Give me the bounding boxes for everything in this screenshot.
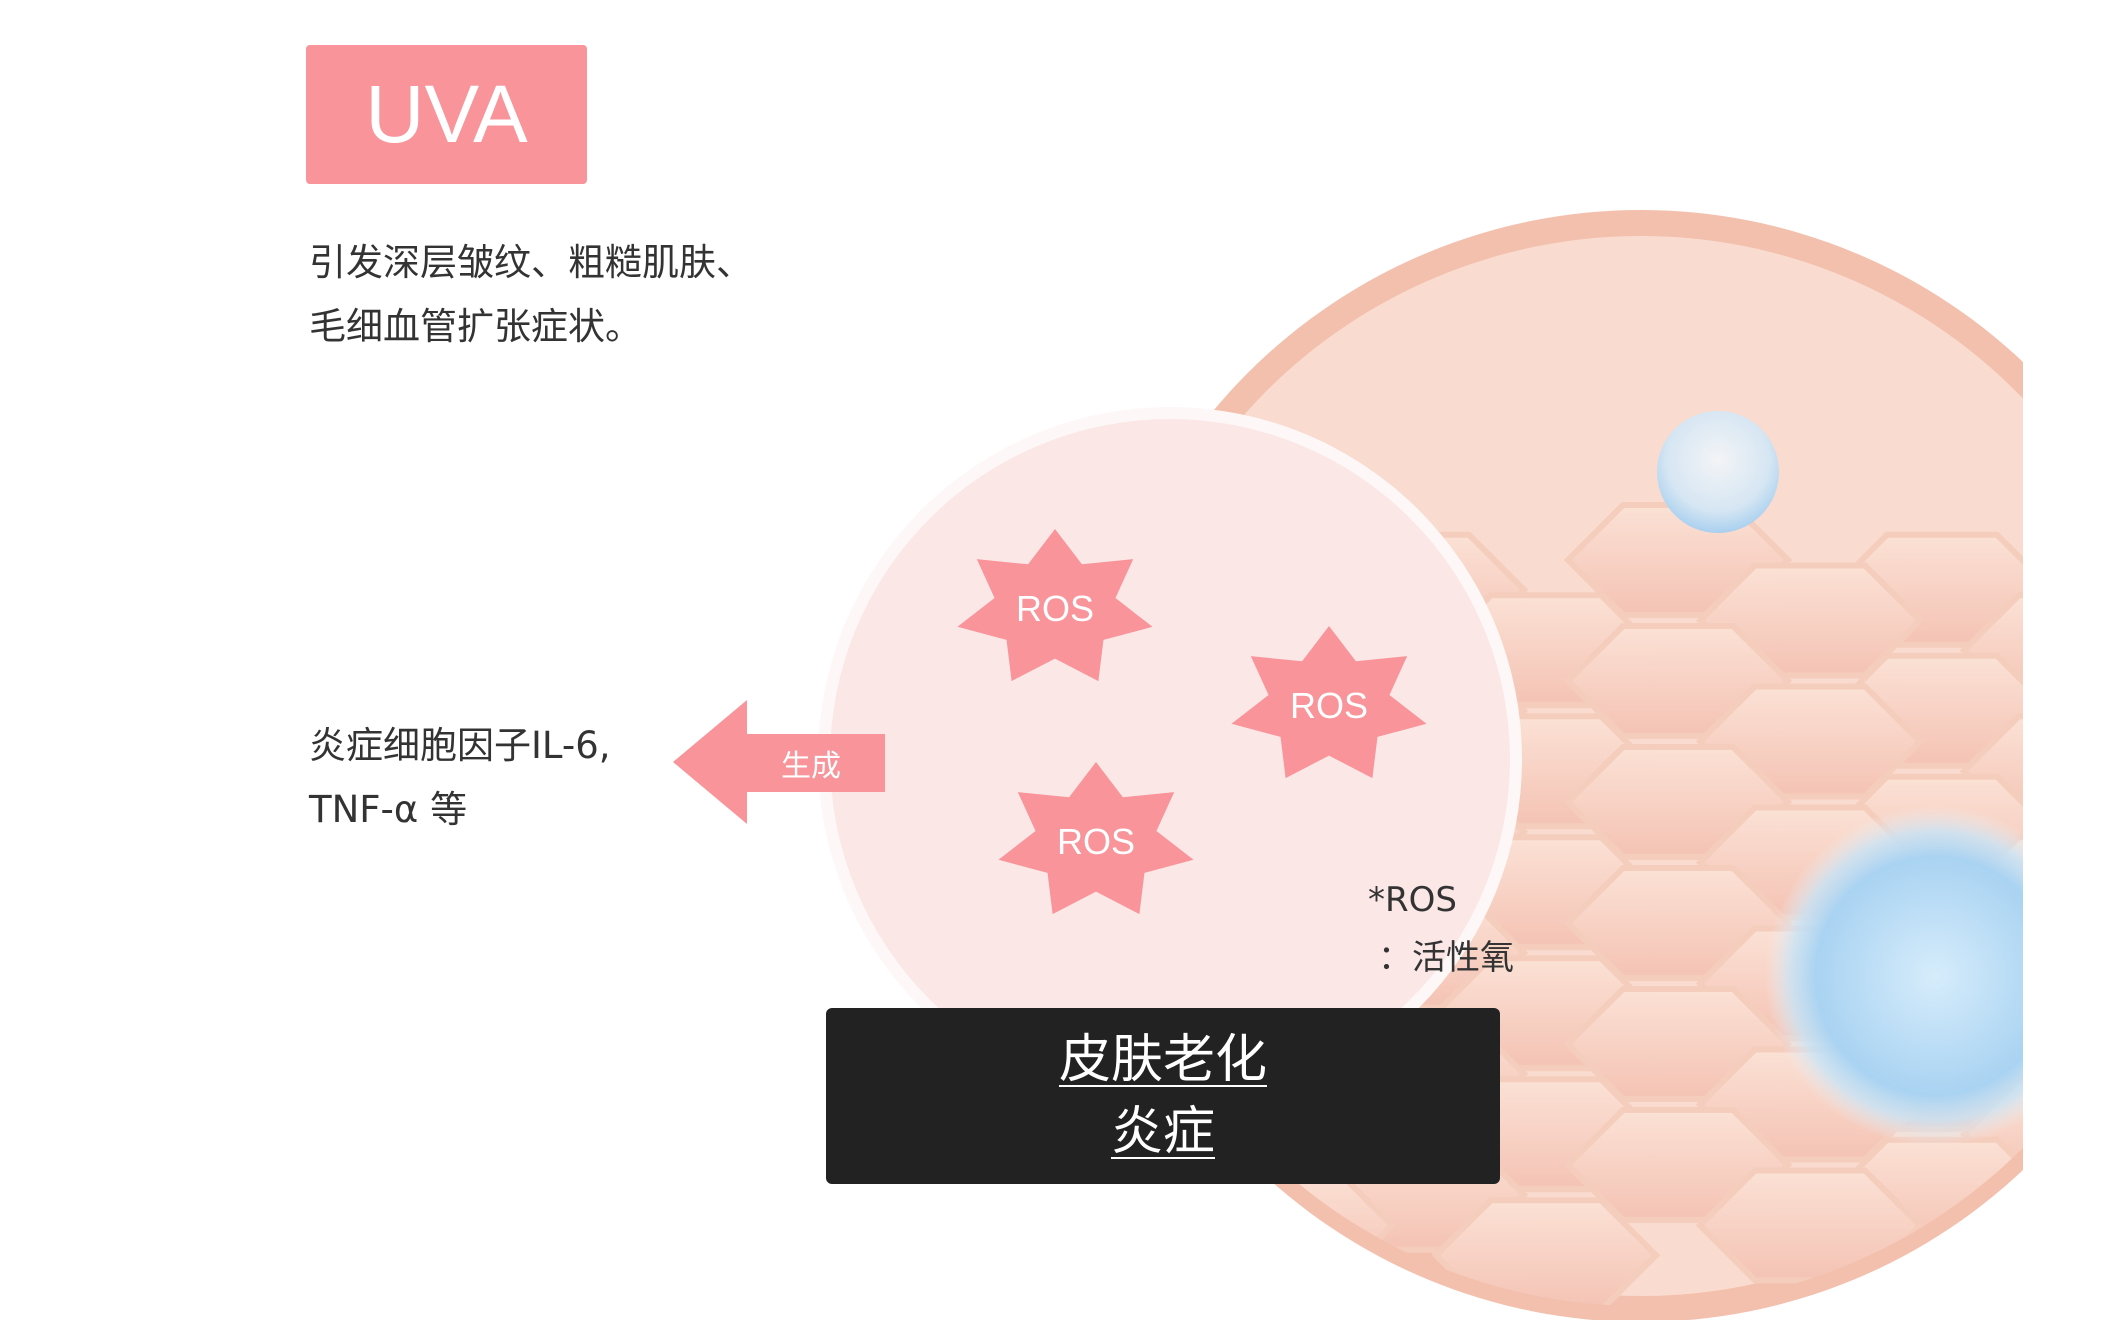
ros-star: ROS [957, 529, 1153, 682]
ros-label: ROS [1016, 588, 1094, 629]
result-box: 皮肤老化 炎症 [826, 1008, 1500, 1184]
uva-label: UVA [365, 68, 528, 160]
ros-star: ROS [1231, 626, 1427, 779]
cytokines-line-1: 炎症细胞因子IL-6, [309, 724, 611, 767]
hexagon [2096, 626, 2116, 736]
hexagon [2096, 747, 2116, 857]
description-line-2: 毛细血管扩张症状。 [309, 305, 642, 348]
hexagon [2096, 505, 2116, 615]
ros-label: ROS [1290, 685, 1368, 726]
cytokines-line-2: TNF-α 等 [309, 788, 468, 831]
hexagon [1431, 1197, 1661, 1306]
ros-star: ROS [998, 762, 1194, 915]
blue-cell-icon [1765, 806, 2023, 1146]
footnote-term: *ROS [1368, 880, 1457, 920]
hexagon [1959, 1197, 2023, 1306]
footnote-definition: ：活性氧 [1378, 938, 1514, 978]
hexagon [2096, 868, 2116, 978]
description-line-1: 引发深层皱纹、粗糙肌肤、 [309, 241, 753, 284]
hexagon [2096, 1110, 2116, 1220]
generate-arrow: 生成 [673, 700, 885, 824]
hexagon [1695, 1167, 1925, 1284]
result-line-2: 炎症 [1110, 1102, 1215, 1162]
uva-badge: UVA [306, 45, 587, 184]
result-line-1: 皮肤老化 [1058, 1030, 1267, 1090]
arrow-label: 生成 [781, 749, 841, 784]
hexagon [2096, 989, 2116, 1099]
ros-label: ROS [1057, 821, 1135, 862]
water-droplet-icon [1657, 411, 1779, 533]
